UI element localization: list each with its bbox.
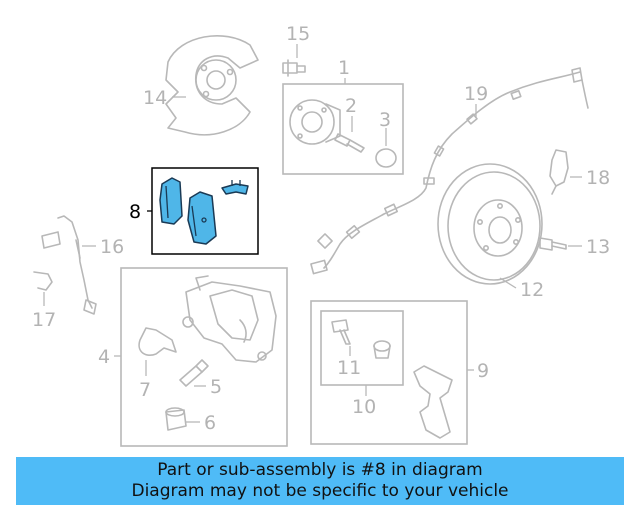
callout-17: 17 (32, 309, 56, 331)
callout-5: 5 (210, 376, 222, 398)
bracket-box (310, 300, 468, 445)
wheel-speed-sensor-part (549, 149, 569, 195)
banner-line-part-number: Part or sub-assembly is #8 in diagram (157, 460, 483, 480)
abs-sensor-wire-part (310, 67, 589, 275)
callout-3: 3 (379, 109, 391, 131)
guide-pin-part (331, 319, 351, 345)
callout-4: 4 (98, 346, 110, 368)
hub-assembly-box (282, 83, 404, 175)
info-banner: Part or sub-assembly is #8 in diagram Di… (16, 457, 624, 505)
bushing-part (165, 407, 187, 431)
brake-hose-part (41, 215, 97, 315)
callout-8: 8 (129, 201, 141, 223)
hub-bolt-part (334, 133, 365, 153)
callout-12: 12 (520, 279, 544, 301)
brake-disc-part (437, 163, 543, 285)
callout-18: 18 (586, 167, 610, 189)
callout-11: 11 (337, 357, 361, 379)
callout-16: 16 (100, 236, 124, 258)
disc-screw-part (539, 237, 567, 251)
callout-6: 6 (204, 412, 216, 434)
guide-kit-box (320, 310, 404, 386)
grease-cap-part (375, 148, 397, 168)
callout-1: 1 (338, 57, 350, 79)
brake-pad-highlighted-part (159, 177, 249, 245)
wheel-hub-part (289, 99, 341, 145)
dust-shield-part (165, 34, 259, 136)
spring-clip-part (138, 327, 177, 356)
callout-15: 15 (286, 23, 310, 45)
callout-14: 14 (143, 87, 167, 109)
hose-clip-part (33, 271, 53, 291)
brake-caliper-part (182, 275, 277, 363)
boot-part (373, 340, 391, 359)
caliper-box (120, 267, 288, 447)
callout-10: 10 (352, 396, 376, 418)
bleeder-part (179, 359, 209, 387)
callout-7: 7 (139, 379, 151, 401)
banner-line-disclaimer: Diagram may not be specific to your vehi… (131, 481, 509, 501)
callout-9: 9 (477, 360, 489, 382)
callout-19: 19 (464, 83, 488, 105)
callout-13: 13 (586, 236, 610, 258)
callout-2: 2 (345, 95, 357, 117)
caliper-bracket-part (413, 365, 453, 439)
bolt-part (282, 59, 306, 77)
